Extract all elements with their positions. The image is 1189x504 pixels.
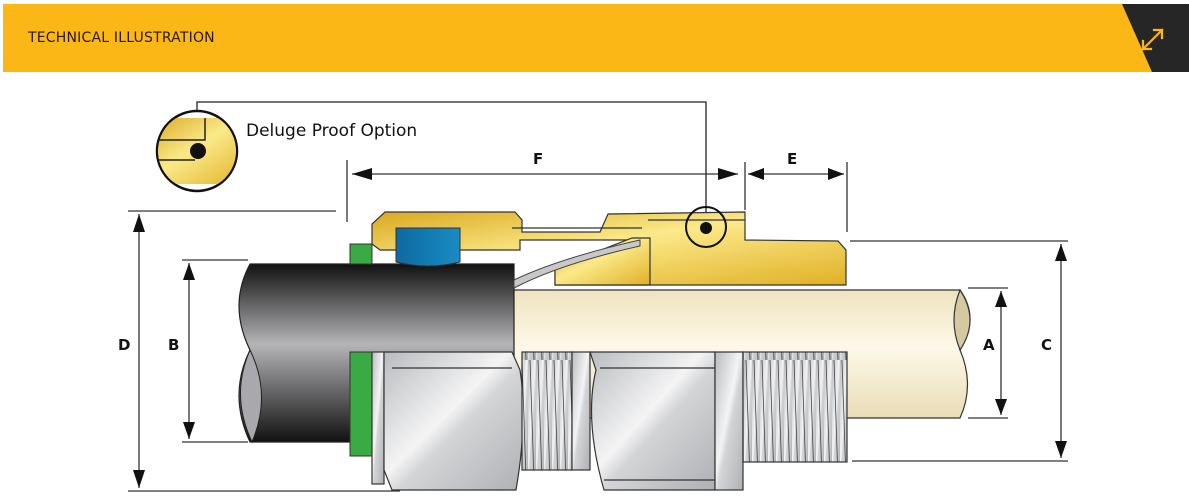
deluge-detail-marker — [685, 206, 727, 248]
dimension-a — [968, 287, 1008, 419]
steel-body — [371, 351, 848, 491]
blue-seal — [395, 227, 461, 267]
armour-wire — [513, 239, 641, 289]
dimension-f — [346, 160, 738, 222]
label-e: E — [787, 150, 797, 168]
dimension-e — [744, 162, 848, 232]
header-bar: TECHNICAL ILLUSTRATION — [3, 4, 1189, 72]
label-b: B — [168, 336, 179, 354]
green-seal-lower — [349, 351, 373, 457]
brass-body — [371, 211, 847, 286]
deluge-caption: Deluge Proof Option — [246, 121, 417, 141]
label-f: F — [533, 150, 543, 168]
label-c: C — [1041, 336, 1052, 354]
dimension-d — [128, 210, 400, 492]
dimension-c — [850, 240, 1068, 462]
dimension-b — [182, 259, 248, 443]
expand-arrows-icon — [1141, 28, 1164, 51]
label-a: A — [983, 336, 995, 354]
cable-gland-illustration: Deluge Proof Option F E D B — [118, 101, 1068, 492]
label-d: D — [118, 336, 130, 354]
green-seal — [349, 243, 373, 265]
expand-button[interactable] — [1086, 4, 1189, 72]
deluge-proof-detail: Deluge Proof Option — [155, 101, 707, 228]
section-title: TECHNICAL ILLUSTRATION — [28, 30, 215, 46]
